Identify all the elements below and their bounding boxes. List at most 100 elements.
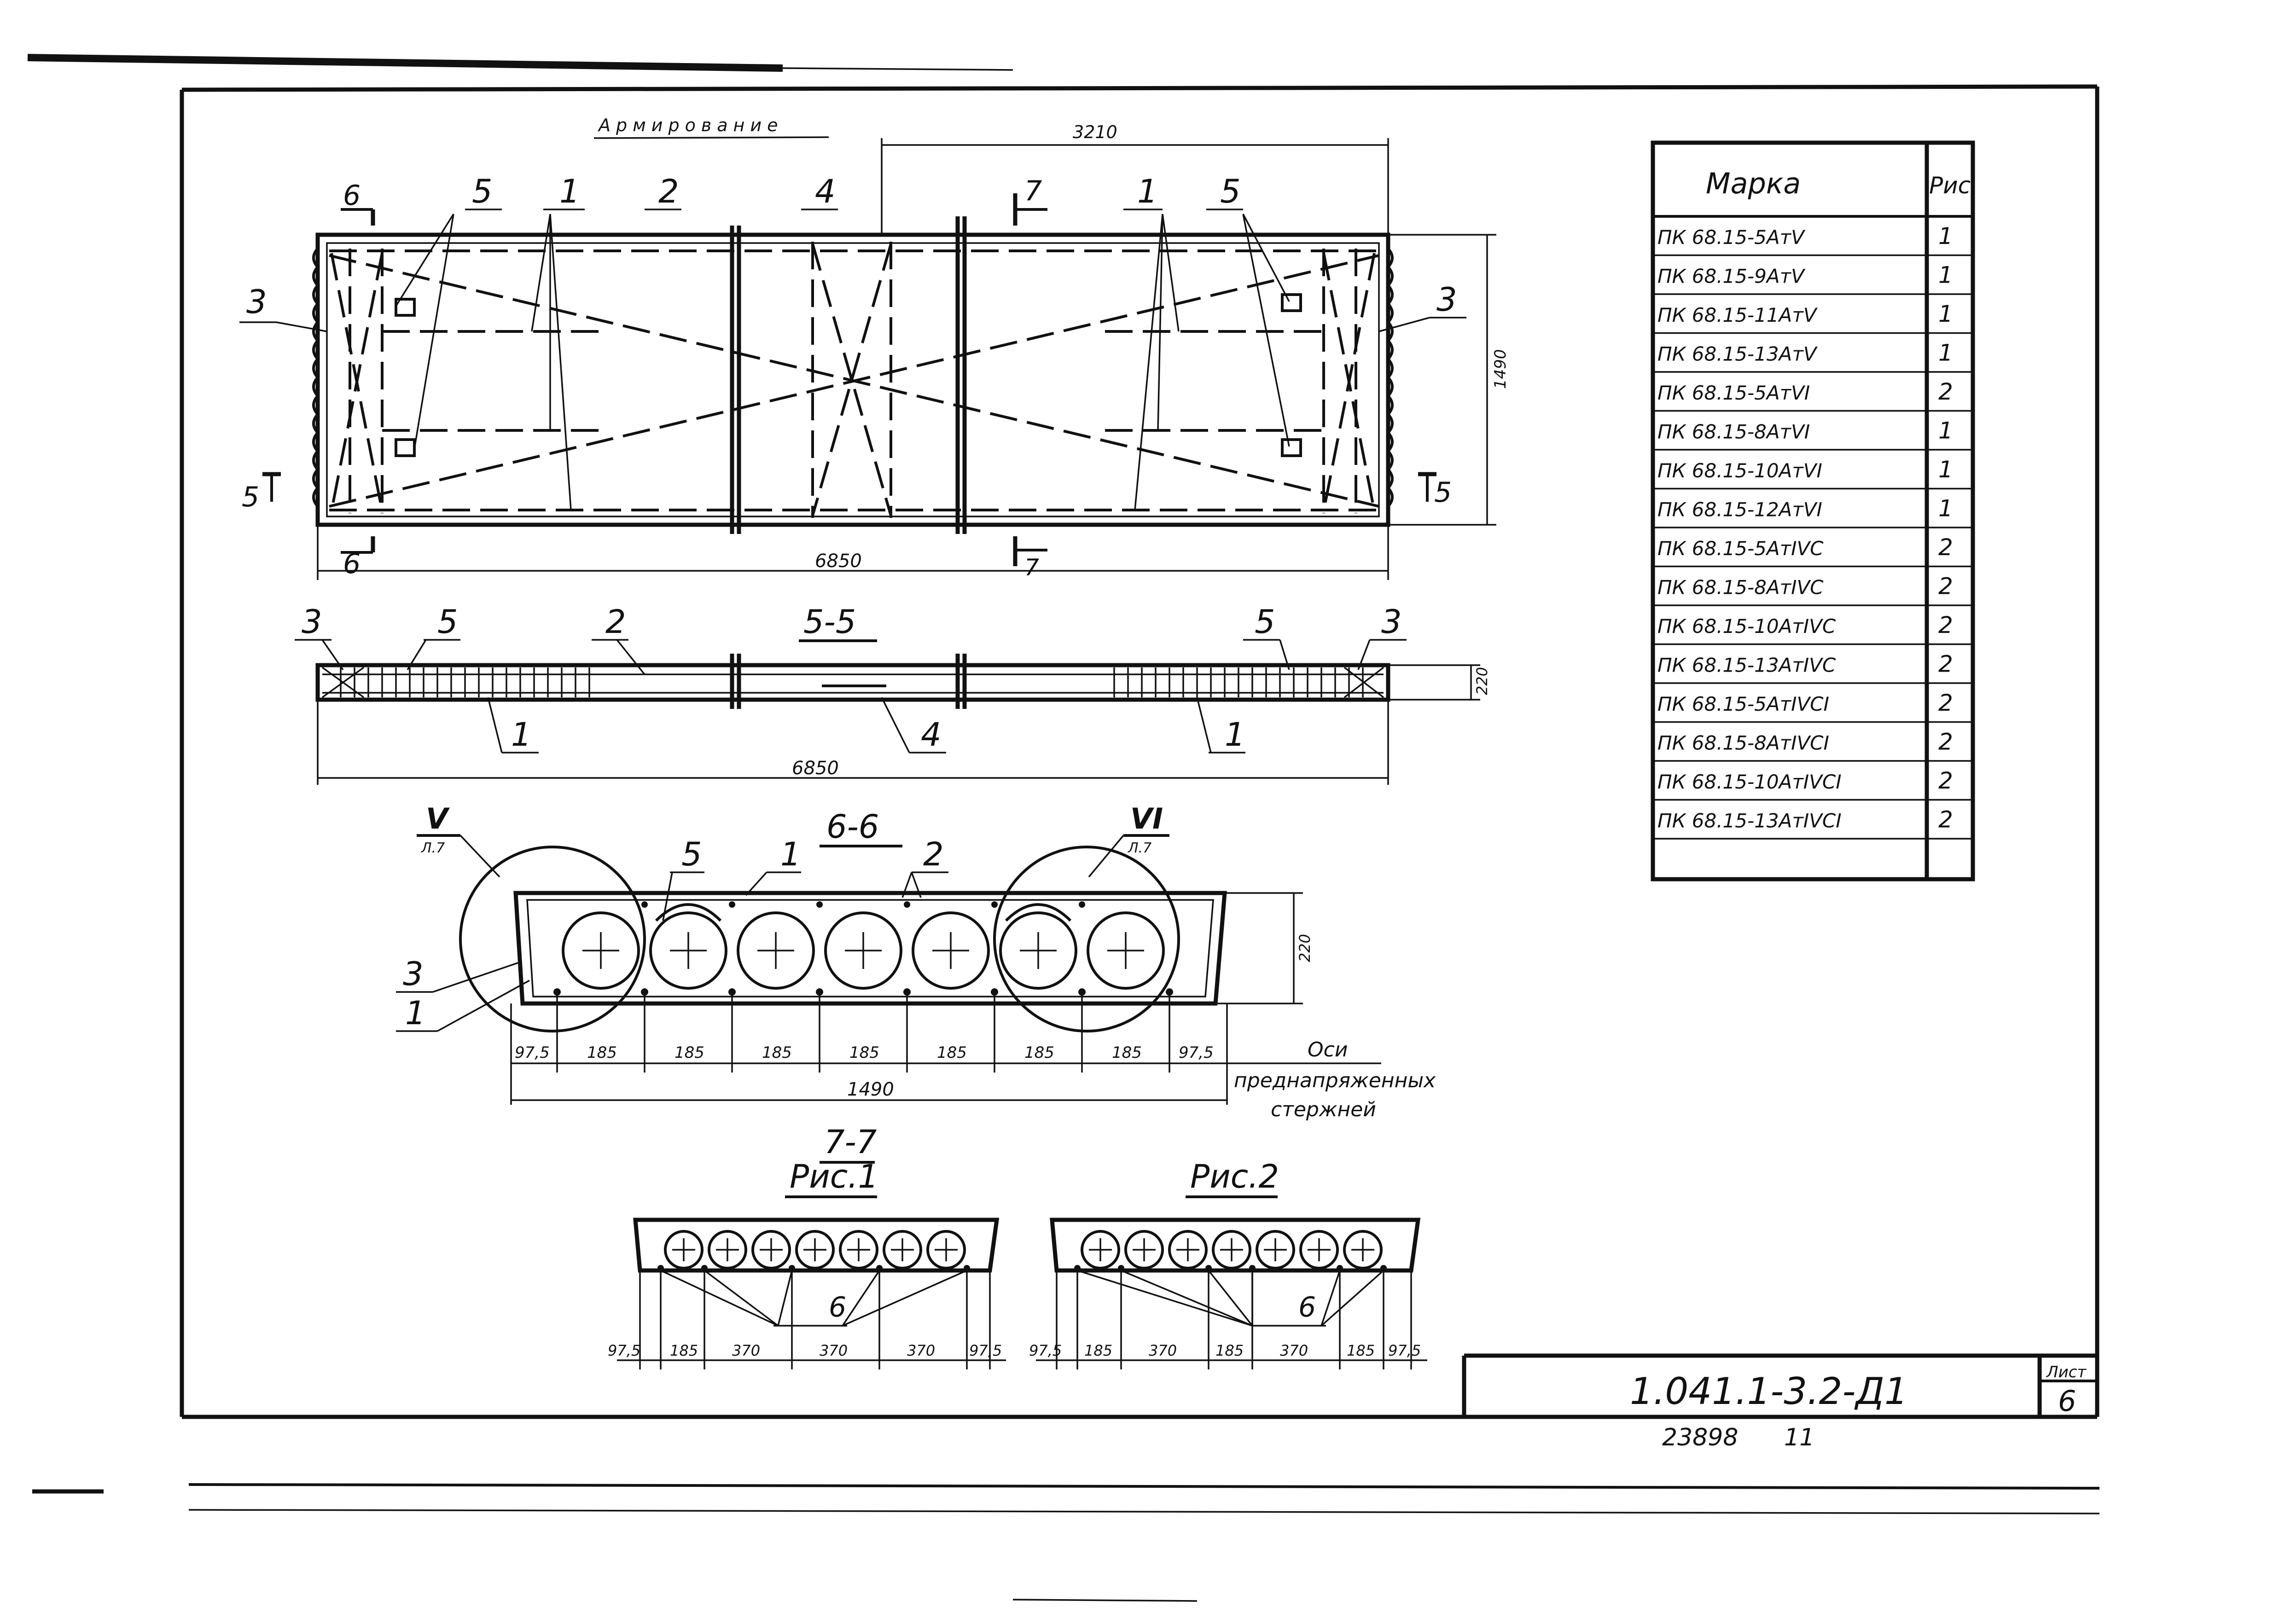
fig2-dim-3: 185 bbox=[1215, 1342, 1244, 1359]
table-cell-fig: 2 bbox=[1938, 378, 1953, 405]
s55-callout-4: 4 bbox=[921, 716, 942, 754]
plan-callout-3-left: 3 bbox=[246, 283, 267, 321]
section-6-6-title: 6-6 bbox=[826, 808, 879, 846]
plan-callout-4: 4 bbox=[815, 173, 836, 210]
table-cell-fig: 1 bbox=[1938, 456, 1953, 483]
table-cell-fig: 2 bbox=[1938, 729, 1953, 755]
s66-dim-1: 185 bbox=[587, 1044, 617, 1062]
section-5-5-title: 5-5 bbox=[803, 603, 856, 641]
s55-callout-1-right: 1 bbox=[1225, 716, 1245, 754]
s66-dim-total: 1490 bbox=[847, 1079, 894, 1100]
cut-5-left: 5 bbox=[242, 481, 259, 513]
table-cell-mark: ПК 68.15-10АтVI bbox=[1657, 459, 1822, 482]
fig1-dim-5: 97,5 bbox=[969, 1342, 1002, 1359]
s55-callout-3-left: 3 bbox=[302, 603, 322, 641]
plan-dim-overall: 6850 bbox=[815, 551, 862, 572]
s66-dim-2: 185 bbox=[675, 1044, 704, 1062]
table-row: ПК 68.15-8АтVI 1 bbox=[1657, 418, 1953, 444]
table-cell-mark: ПК 68.15-8АтVI bbox=[1657, 421, 1810, 443]
section-5-5: 5-5 bbox=[295, 603, 1491, 785]
section-5-5-dim-length: 6850 bbox=[792, 758, 839, 779]
table-cell-mark: ПК 68.15-5АтVI bbox=[1657, 382, 1810, 404]
table-cell-mark: ПК 68.15-11АтV bbox=[1657, 304, 1818, 326]
document-code: 1.041.1-3.2-Д1 bbox=[1630, 1370, 1908, 1413]
s66-dim-4: 185 bbox=[849, 1044, 879, 1062]
table-cell-mark: ПК 68.15-13АтV bbox=[1657, 343, 1818, 365]
plan-callout-5-left: 5 bbox=[472, 173, 493, 210]
s66-dim-3: 185 bbox=[762, 1044, 792, 1062]
node-V-sheet: Л.7 bbox=[421, 840, 445, 856]
s55-callout-2: 2 bbox=[605, 603, 626, 641]
plan-dim-width: 1490 bbox=[1491, 349, 1510, 389]
plan-view: 3210 6850 1490 6 6 7 7 5 5 5 1 2 bbox=[239, 122, 1510, 581]
table-row: ПК 68.15-10АтVI 1 bbox=[1657, 456, 1953, 483]
fig1-dim-3: 370 bbox=[820, 1342, 848, 1359]
s66-dim-7: 185 bbox=[1112, 1044, 1142, 1062]
node-VI-sheet: Л.7 bbox=[1128, 840, 1151, 856]
fig2-callout-6: 6 bbox=[1298, 1291, 1316, 1323]
cut-5-right: 5 bbox=[1434, 476, 1452, 509]
table-row: ПК 68.15-13АтIVC 2 bbox=[1657, 651, 1953, 678]
table-row: ПК 68.15-13АтV 1 bbox=[1657, 340, 1953, 366]
s55-callout-5-right: 5 bbox=[1255, 603, 1275, 641]
axis-note-line-3: стержней bbox=[1271, 1098, 1376, 1121]
node-V-label: V bbox=[426, 802, 450, 835]
table-cell-fig: 1 bbox=[1938, 301, 1953, 327]
s55-callout-5-left: 5 bbox=[437, 603, 458, 641]
copy-number: 11 bbox=[1784, 1424, 1814, 1451]
table-cell-fig: 1 bbox=[1938, 495, 1953, 522]
s55-callout-3-right: 3 bbox=[1381, 603, 1402, 641]
plan-callout-1-left: 1 bbox=[559, 173, 580, 210]
s66-dim-8: 97,5 bbox=[1179, 1044, 1214, 1062]
fig2-dim-4: 370 bbox=[1280, 1342, 1308, 1359]
s66-callout-2: 2 bbox=[923, 835, 944, 873]
plan-callout-3-right: 3 bbox=[1436, 281, 1457, 319]
table-cell-mark: ПК 68.15-10АтIVC bbox=[1657, 615, 1836, 638]
fig2-label: Рис.2 bbox=[1190, 1158, 1279, 1195]
cut-7-top: 7 bbox=[1024, 175, 1042, 207]
fig1-dim-2: 370 bbox=[732, 1342, 760, 1359]
s55-callout-1-left: 1 bbox=[511, 716, 532, 754]
s66-callout-5: 5 bbox=[681, 835, 702, 873]
s66-callout-1-top: 1 bbox=[780, 835, 801, 873]
fig1-label: Рис.1 bbox=[790, 1158, 878, 1195]
fig2-dim-5: 185 bbox=[1347, 1342, 1375, 1359]
table-cell-fig: 1 bbox=[1938, 340, 1953, 366]
table-cell-fig: 2 bbox=[1938, 690, 1953, 716]
table-cell-fig: 1 bbox=[1938, 262, 1953, 289]
fig1-callout-6: 6 bbox=[829, 1291, 846, 1323]
plan-callout-1-right: 1 bbox=[1137, 173, 1158, 210]
sheet-frame bbox=[27, 54, 2100, 1602]
s66-dim-0: 97,5 bbox=[515, 1044, 550, 1062]
table-cell-mark: ПК 68.15-13АтIVCI bbox=[1657, 810, 1842, 832]
table-cell-mark: ПК 68.15-13АтIVC bbox=[1657, 654, 1836, 677]
sheet-label: Лист bbox=[2046, 1363, 2087, 1381]
table-row: ПК 68.15-5АтVI 2 bbox=[1657, 378, 1953, 405]
table-cell-fig: 1 bbox=[1938, 418, 1953, 444]
fig1-dim-0: 97,5 bbox=[608, 1342, 640, 1359]
plan-callout-2: 2 bbox=[658, 173, 679, 210]
node-VI-label: VI bbox=[1130, 802, 1163, 835]
table-cell-fig: 2 bbox=[1938, 767, 1953, 794]
table-cell-mark: ПК 68.15-12АтVI bbox=[1657, 499, 1822, 521]
s66-dim-5: 185 bbox=[937, 1044, 967, 1062]
table-cell-fig: 2 bbox=[1938, 573, 1953, 600]
table-cell-fig: 2 bbox=[1938, 651, 1953, 678]
s66-dim-6: 185 bbox=[1024, 1044, 1054, 1062]
cut-7-bottom: 7 bbox=[1024, 554, 1039, 581]
sheet-number: 6 bbox=[2058, 1384, 2076, 1418]
section-7-7-title: 7-7 bbox=[824, 1123, 877, 1161]
drawing-title: Армирование bbox=[597, 115, 783, 135]
table-cell-fig: 2 bbox=[1938, 806, 1953, 833]
fig2-dim-1: 185 bbox=[1084, 1342, 1112, 1359]
